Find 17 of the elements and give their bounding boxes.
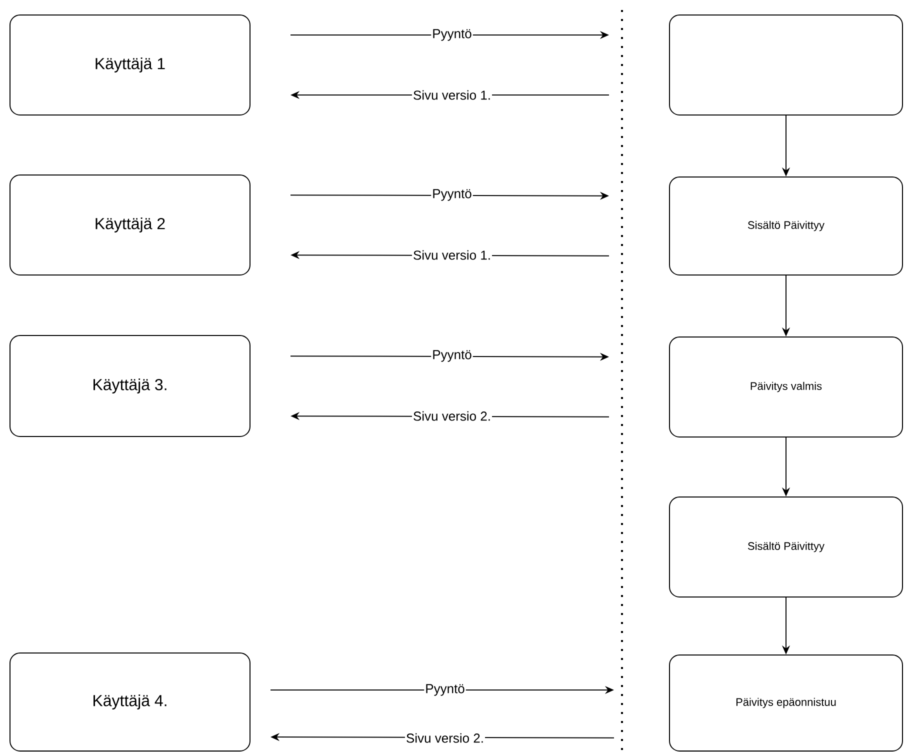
edge-label: Sivu versio 1. [412,89,492,101]
edge-label: Pyyntö [431,28,473,42]
rounded-box [669,14,903,116]
edge-label: Pyyntö [424,683,466,697]
step-box: Päivitys epäonnistuu [669,654,903,752]
edge-label: Pyyntö [431,188,473,202]
step-box: Päivitys valmis [669,336,903,438]
user-box: Käyttäjä 2 [10,174,250,276]
edge-label: Sivu versio 1. [412,249,492,261]
edge-label: Pyyntö [431,349,473,363]
edge-label: Sivu versio 2. [405,732,486,744]
step-box: Sisältö Päivittyy [669,496,903,598]
edge-label: Sivu versio 2. [412,410,492,422]
user-box: Käyttäjä 3. [10,335,250,437]
user-box: Käyttäjä 4. [10,652,250,752]
step-box: Sisältö Päivittyy [669,176,903,276]
user-box: Käyttäjä 1 [10,14,250,116]
